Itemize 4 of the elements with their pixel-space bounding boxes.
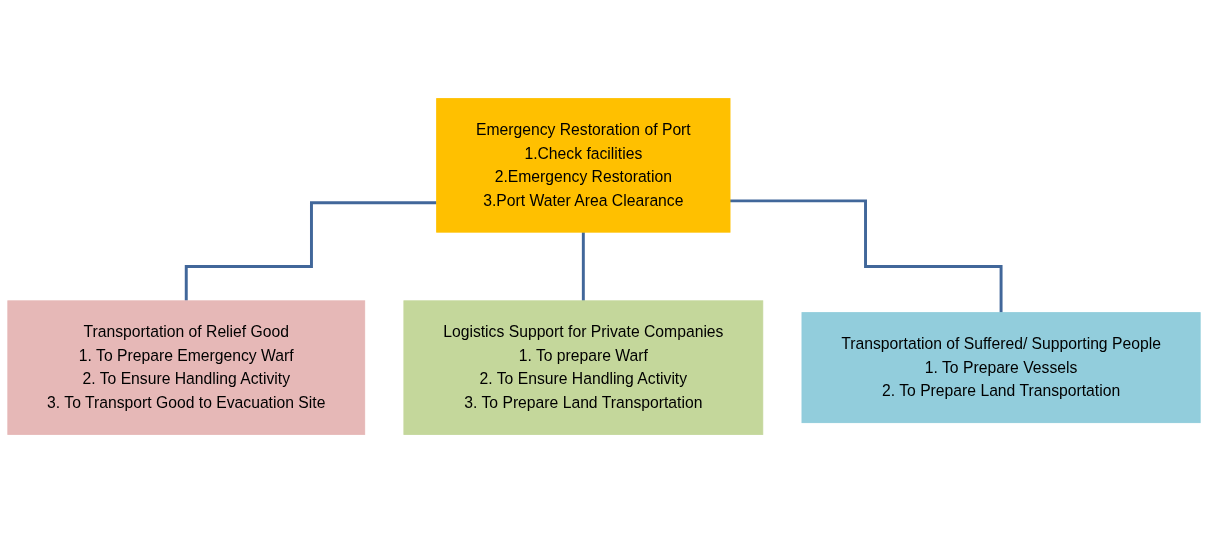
node-box: Transportation of Relief Good 1. To Prepare Emergency Warf 2. To Ensure Handling Activity 3. To Transport Good to Evacuation Site <box>7 300 366 435</box>
node-box: Transportation of Suffered/ Supporting People 1. To Prepare Vessels 2. To Prepare Land Transportation <box>801 312 1201 424</box>
node-box: Logistics Support for Private Companies 1. To prepare Warf 2. To Ensure Handling Activity 3. To Prepare Land Transportation <box>403 300 764 435</box>
node-box: Emergency Restoration of Port 1.Check facilities 2.Emergency Restoration 3.Port Water Area Clearance <box>436 98 731 233</box>
